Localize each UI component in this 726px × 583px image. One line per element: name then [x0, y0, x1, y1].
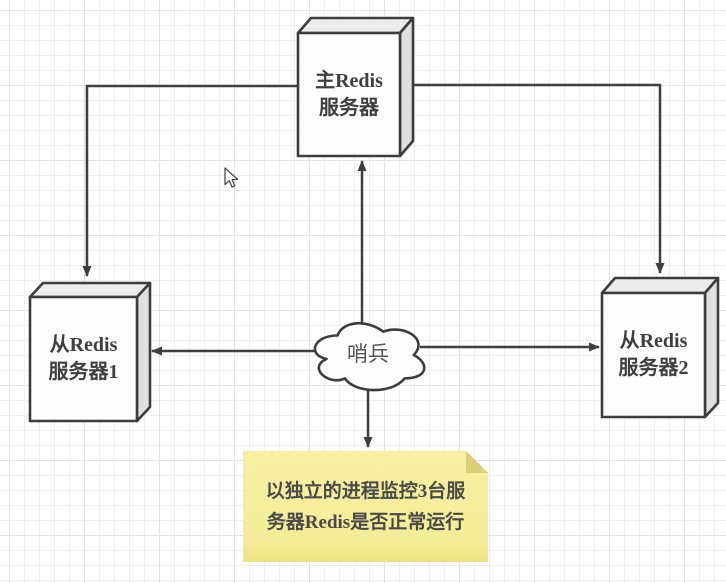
slave-redis-2-node [600, 276, 720, 419]
slave1-box-side-face [135, 281, 152, 423]
edge-master-to-slave2 [411, 83, 665, 274]
edge-master-to-slave1 [82, 84, 300, 277]
slave1-box-front-face [28, 295, 139, 423]
slave2-box-top-face [600, 276, 720, 295]
master-box-top-face [296, 16, 415, 35]
slave2-box-side-face [703, 276, 720, 419]
master-redis-node [296, 16, 415, 158]
slave-redis-1-node [28, 281, 152, 423]
sticky-note-folded-corner [466, 451, 488, 473]
cloud-shape [313, 322, 426, 392]
mouse-cursor [224, 167, 239, 188]
master-box-front-face [296, 31, 402, 158]
master-box-side-face [398, 16, 415, 158]
cursor-arrow-icon [224, 167, 239, 188]
sticky-note-body [243, 451, 488, 562]
sentinel-cloud-node [313, 322, 426, 392]
sticky-note [243, 451, 488, 562]
slave1-box-top-face [28, 281, 152, 299]
slave2-box-front-face [600, 291, 707, 419]
